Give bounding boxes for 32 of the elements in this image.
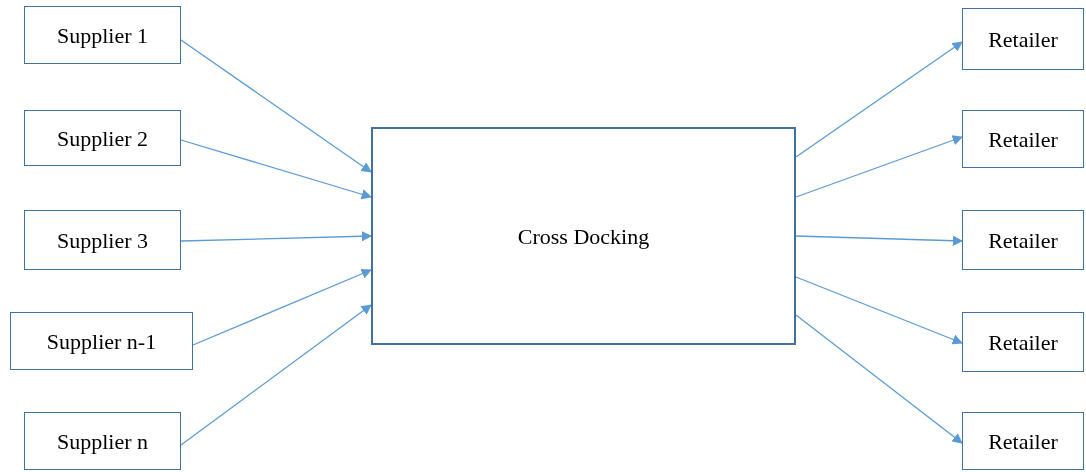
arrow	[180, 231, 373, 242]
arrow	[795, 41, 963, 158]
box-label: Retailer	[988, 328, 1058, 357]
arrow	[180, 139, 372, 200]
process-box	[24, 210, 181, 270]
process-box	[962, 210, 1084, 270]
box-label: Supplier 3	[56, 226, 149, 255]
box-label: Supplier 1	[56, 21, 149, 50]
box-label: Retailer	[988, 25, 1058, 54]
process-box	[24, 110, 181, 166]
process-box	[24, 6, 181, 64]
box-label: Retailer	[988, 427, 1058, 456]
box-label: Supplier n-1	[46, 327, 157, 356]
box-label: Retailer	[988, 125, 1058, 154]
arrow	[795, 314, 963, 444]
process-box	[962, 312, 1084, 372]
process-box	[962, 8, 1084, 70]
process-box	[10, 312, 193, 370]
arrow	[192, 268, 372, 346]
arrow	[795, 135, 963, 198]
arrow	[795, 276, 963, 345]
process-box	[24, 412, 181, 470]
process-box	[962, 110, 1084, 168]
box-label: Supplier 2	[56, 124, 149, 153]
box-label: Supplier n	[56, 427, 149, 456]
box-label: Cross Docking	[517, 222, 650, 251]
process-box	[371, 127, 796, 345]
arrow	[180, 39, 372, 173]
arrow	[180, 304, 372, 446]
box-label: Retailer	[988, 226, 1058, 255]
arrow	[795, 235, 964, 246]
process-box	[962, 412, 1084, 470]
